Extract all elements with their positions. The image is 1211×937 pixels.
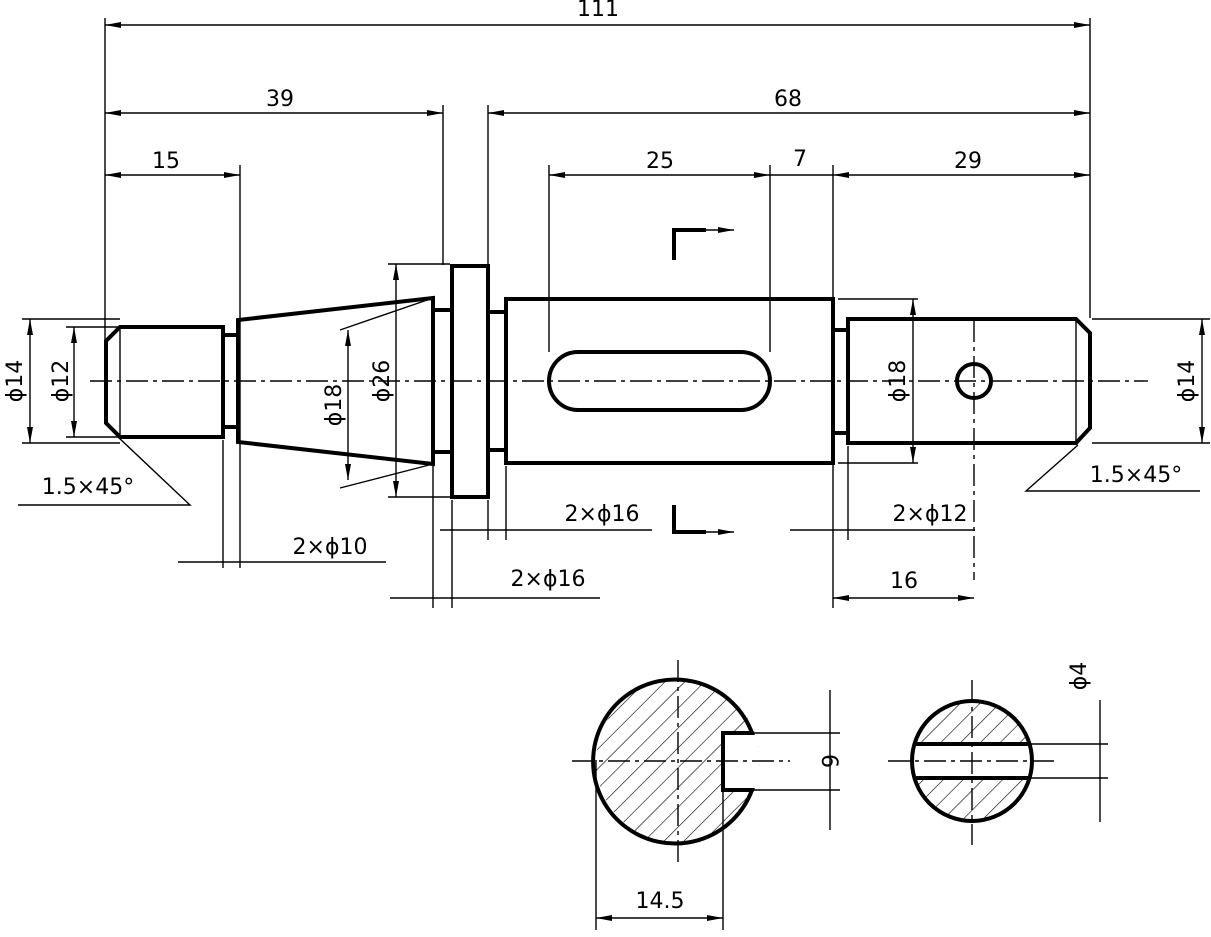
chamfer-right-label: 1.5×45° [1090, 463, 1182, 488]
dim-right-journal-diameter: ϕ18 [886, 360, 911, 403]
dim-keyway-length: 25 [646, 149, 674, 174]
thread-section [104, 325, 225, 439]
section-markers [672, 227, 734, 535]
thread-relief-groove [223, 333, 238, 429]
dim-taper-diameter: ϕ18 [322, 384, 347, 427]
dimension-labels: 111 39 68 15 25 7 29 16 ϕ14 ϕ12 ϕ18 ϕ26 … [3, 0, 1200, 914]
groove-thread-relief-label: 2×ϕ10 [293, 535, 368, 560]
dim-cross-hole-diameter: ϕ4 [1067, 662, 1092, 691]
dim-overall-length: 111 [577, 0, 619, 22]
dim-right-journal-length: 29 [954, 149, 982, 174]
groove-collar-left-label: 2×ϕ16 [511, 567, 586, 592]
keyway-section-view [572, 660, 840, 930]
dim-left-outer-diameter: ϕ14 [3, 360, 28, 403]
groove-journal-relief-label: 2×ϕ12 [893, 502, 968, 527]
dim-keyway-gap: 7 [793, 147, 807, 172]
dim-section-keyway-depth: 14.5 [636, 889, 685, 914]
dim-thread-diameter: ϕ12 [49, 360, 74, 403]
dim-hole-position: 16 [890, 569, 918, 594]
dimension-lines [18, 22, 1205, 601]
chamfer-left-label: 1.5×45° [42, 475, 134, 500]
hole-section-view [888, 680, 1108, 845]
dim-right-length: 68 [774, 87, 802, 112]
collar-right-groove [488, 310, 506, 452]
collar [450, 264, 490, 499]
dim-collar-diameter: ϕ26 [370, 360, 395, 403]
collar-left-groove [433, 308, 452, 454]
shaft-main-view [90, 264, 1148, 580]
dim-left-length: 39 [266, 87, 294, 112]
extension-lines [22, 18, 1210, 608]
groove-collar-right-label: 2×ϕ16 [565, 502, 640, 527]
dim-section-keyway-width: 6 [816, 754, 841, 768]
keyway-slot [547, 350, 772, 412]
dim-right-end-diameter: ϕ14 [1175, 360, 1200, 403]
journal-relief-groove [833, 328, 848, 435]
dim-thread-length: 15 [152, 149, 180, 174]
